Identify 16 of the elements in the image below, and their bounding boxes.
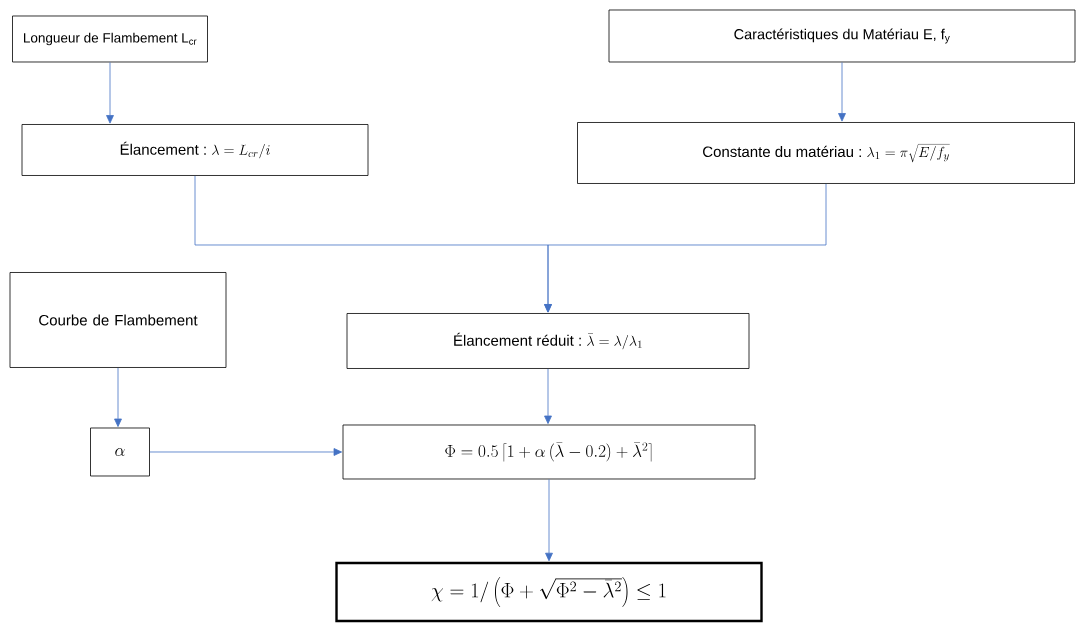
arrow [106,62,114,124]
arrow [114,367,122,427]
arrow [544,368,552,424]
process-box: Courbe de Flambement [9,272,227,368]
arrow [149,448,342,456]
arrow [544,183,827,313]
process-box: Caractéristiques du Matériau E, f$_{y}$ [608,9,1076,63]
process-box: Élancement réduit : $\bar{\lambda} = \lambda/\lambda_1$ [346,313,750,369]
process-box: Constante du matériau : $\lambda_1 = \pi\sqrt{E/f_y}$ [577,122,1075,184]
process-box: $\Phi = 0.5\left\lceil 1 + \alpha\left(\bar{\lambda} - 0.2\right) + \bar{\lambda}^2\right\rceil$ [342,424,756,480]
process-box: $\alpha$ [90,427,150,477]
process-box: Élancement : $\lambda = L_{cr}/i$ [21,124,369,176]
arrow [545,479,553,562]
process-box: Longueur de Flambement L$_{cr}$ [12,15,208,63]
process-box: $\chi = 1/\left(\Phi + \sqrt{\Phi^2 - \bar{\lambda}^2}\right) \leq 1$ [335,561,763,623]
arrow [838,62,846,122]
